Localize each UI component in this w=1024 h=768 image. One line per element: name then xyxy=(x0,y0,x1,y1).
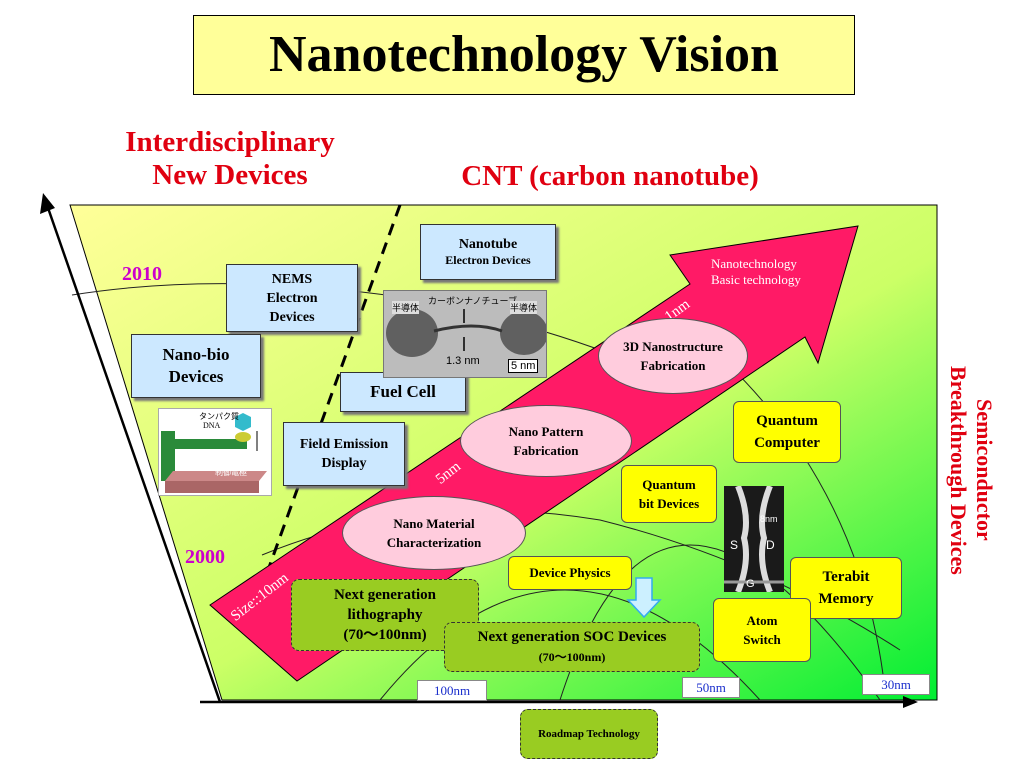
nanotube-box-line1: Nanotube xyxy=(458,236,518,252)
oval-material-line2: Characterization xyxy=(386,535,482,550)
right-heading-line2: Breakthrough Devices xyxy=(946,365,971,575)
oval-material-line1: Nano Material xyxy=(393,516,475,531)
left-heading: Interdisciplinary New Devices xyxy=(95,126,365,192)
year-2010: 2010 xyxy=(122,263,162,285)
cnt-top-left-label: 半導体 xyxy=(392,301,420,314)
qubit-line1: Quantum xyxy=(642,477,696,492)
litho-line1: Next generation xyxy=(333,587,437,603)
tem-d-label: D xyxy=(766,538,775,552)
page-title: Nanotechnology Vision xyxy=(193,15,855,95)
bio-electrode-label: 制御電極 xyxy=(215,468,247,477)
y-axis xyxy=(45,204,222,703)
right-heading: Semiconductor Breakthrough Devices xyxy=(945,330,997,610)
x-axis-arrowhead xyxy=(903,696,918,708)
cnt-width-label: 1.3 nm xyxy=(446,355,480,367)
center-heading: CNT (carbon nanotube) xyxy=(461,160,759,192)
down-arrow-icon xyxy=(626,577,662,619)
cnt-top-right-label: 半導体 xyxy=(510,301,538,314)
litho-line2: lithography xyxy=(347,607,423,623)
qubit-line2: bit Devices xyxy=(638,496,700,511)
qubit-box: Quantum bit Devices xyxy=(621,465,717,523)
y-axis-arrowhead xyxy=(40,193,55,214)
cnt-scale-label: 5 nm xyxy=(508,359,539,373)
nanobio-box-line2: Devices xyxy=(168,367,224,386)
arrow-head-line1: Nanotechnology xyxy=(711,256,797,271)
soc-line1: Next generation SOC Devices xyxy=(477,629,667,645)
nems-box-line1: NEMS xyxy=(271,271,313,287)
tem-image: 8nm S D G xyxy=(724,486,784,592)
nanotube-box-line2: Electron Devices xyxy=(445,252,531,267)
oval-3d-line2: Fabrication xyxy=(640,358,706,373)
cnt-top-mid-label: カーボンナノチューブ xyxy=(428,296,518,306)
nems-box-line2: Electron xyxy=(266,290,318,306)
scale-30nm: 30nm xyxy=(862,674,930,695)
atom-switch-line1: Atom xyxy=(746,613,778,628)
litho-box: Next generation lithography (70〜100nm) xyxy=(291,579,479,651)
left-heading-line1: Interdisciplinary xyxy=(125,126,335,158)
oval-nano-pattern: Nano Pattern Fabrication xyxy=(460,405,632,477)
cnt-image-drawing xyxy=(386,309,546,357)
atom-switch-box: Atom Switch xyxy=(713,598,811,662)
fed-box: Field Emission Display xyxy=(283,422,405,486)
bio-device-image: タンパク質 DNA 制御電極 xyxy=(158,408,272,496)
atom-switch-line2: Switch xyxy=(743,632,781,647)
quantum-computer-box: Quantum Computer xyxy=(733,401,841,463)
soc-box: Next generation SOC Devices (70〜100nm) xyxy=(444,622,700,672)
tem-8nm-label: 8nm xyxy=(760,514,778,524)
scale-50nm: 50nm xyxy=(682,677,740,698)
tem-g-label: G xyxy=(746,578,755,590)
year-2000: 2000 xyxy=(185,546,225,568)
oval-pattern-line1: Nano Pattern xyxy=(508,424,584,439)
litho-line3: (70〜100nm) xyxy=(343,627,427,643)
oval-3d-nanostructure: 3D Nanostructure Fabrication xyxy=(598,318,748,394)
scale-100nm: 100nm xyxy=(417,680,487,701)
bio-dna-label: DNA xyxy=(203,421,221,430)
nanobio-box: Nano-bio Devices xyxy=(131,334,261,398)
quantum-computer-line2: Computer xyxy=(754,435,820,451)
right-heading-line1: Semiconductor xyxy=(972,399,997,541)
device-physics-box: Device Physics xyxy=(508,556,632,590)
fuel-cell-box: Fuel Cell xyxy=(340,372,466,412)
tem-image-drawing xyxy=(724,486,784,592)
terabit-line1: Terabit xyxy=(822,569,870,585)
tem-s-label: S xyxy=(730,538,739,552)
terabit-line2: Memory xyxy=(818,591,874,607)
left-heading-line2: New Devices xyxy=(152,159,308,191)
cnt-image: 半導体 カーボンナノチューブ 半導体 1.3 nm 5 nm xyxy=(383,290,547,378)
nems-box-line3: Devices xyxy=(269,309,315,325)
arrow-head-line2: Basic technology xyxy=(711,272,801,287)
fed-box-line1: Field Emission xyxy=(299,437,389,452)
nanotube-box: Nanotube Electron Devices xyxy=(420,224,556,280)
oval-pattern-line2: Fabrication xyxy=(513,443,579,458)
dashed-divider xyxy=(248,204,402,621)
bio-device-drawing xyxy=(161,413,267,493)
oval-3d-line1: 3D Nanostructure xyxy=(623,339,723,354)
roadmap-box: Roadmap Technology xyxy=(520,709,658,759)
quantum-computer-line1: Quantum xyxy=(756,413,818,429)
nems-box: NEMS Electron Devices xyxy=(226,264,358,332)
soc-line2: (70〜100nm) xyxy=(538,650,606,664)
arrow-head-label: Nanotechnology Basic technology xyxy=(711,256,801,288)
bio-protein-label: タンパク質 xyxy=(199,412,239,421)
nanobio-box-line1: Nano-bio xyxy=(162,345,230,364)
oval-nano-material: Nano Material Characterization xyxy=(342,496,526,570)
fed-box-line2: Display xyxy=(321,456,367,471)
